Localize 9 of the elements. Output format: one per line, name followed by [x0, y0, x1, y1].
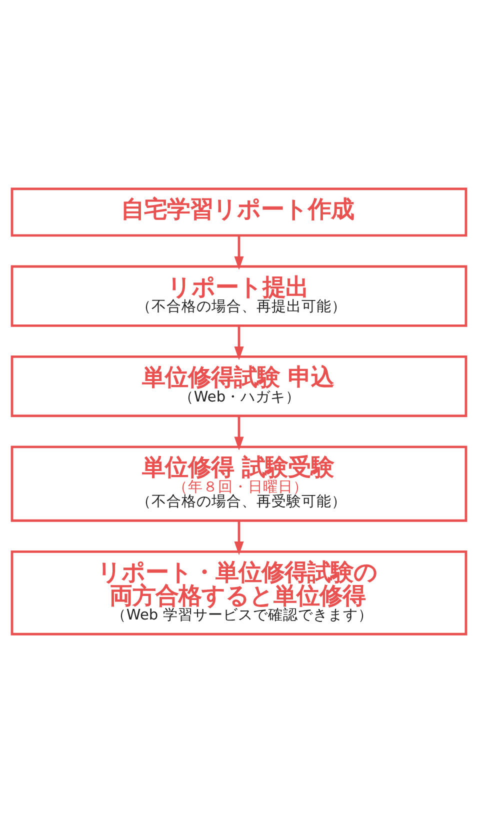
- node-box: 単位修得試験 申込 （Web・ハガキ）: [10, 355, 468, 418]
- node-box: 自宅学習リポート作成: [10, 188, 468, 237]
- arrow: [234, 416, 244, 450]
- node-box: リポート・単位修得試験の両方合格すると単位修得 （Web 学習サービスで確認できます）: [10, 550, 468, 636]
- arrow: [234, 236, 244, 270]
- node-box: リポート提出 （不合格の場合、再提出可能）: [10, 265, 468, 327]
- node-box: 単位修得 試験受験 （年８回・日曜日） （不合格の場合、再受験可能）: [10, 446, 468, 522]
- arrow: [234, 326, 244, 360]
- arrow: [234, 520, 244, 556]
